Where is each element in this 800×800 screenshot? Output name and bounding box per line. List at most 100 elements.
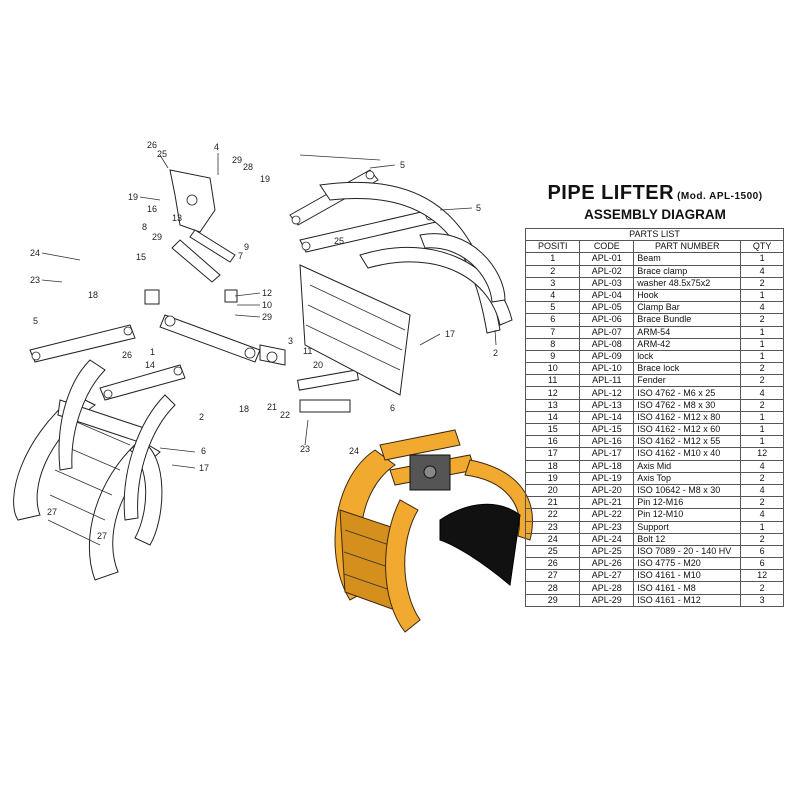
table-cell: APL-10: [579, 362, 635, 376]
table-cell: lock: [633, 349, 742, 364]
table-cell: 10: [524, 362, 581, 376]
table-cell: APL-05: [579, 301, 635, 315]
table-cell: ARM-42: [633, 337, 742, 351]
callout-20: 20: [313, 360, 323, 370]
table-cell: ISO 4162 - M12 x 80: [633, 410, 742, 425]
table-cell: APL-14: [579, 410, 635, 425]
callout-26: 26: [122, 350, 132, 360]
table-cell: 9: [524, 349, 581, 364]
table-cell: ISO 7089 - 20 - 140 HV: [633, 544, 742, 559]
table-cell: 6: [740, 557, 784, 571]
table-cell: 25: [524, 544, 581, 559]
right-jaw-and-fender: [299, 181, 513, 396]
table-cell: 5: [524, 301, 581, 315]
callout-16: 16: [147, 204, 157, 214]
callout-5: 5: [33, 316, 38, 326]
callout-4: 4: [214, 142, 219, 152]
table-cell: APL-20: [579, 483, 635, 498]
table-cell: Beam: [633, 252, 742, 266]
table-cell: ISO 4162 - M12 x 55: [633, 435, 742, 449]
callout-10: 10: [262, 300, 272, 310]
callout-17: 17: [445, 329, 455, 339]
column-header: QTY: [740, 240, 784, 254]
table-cell: 29: [524, 593, 581, 607]
table-cell: 27: [524, 569, 581, 583]
table-cell: APL-03: [579, 276, 635, 290]
column-header: CODE: [579, 240, 635, 254]
table-cell: Brace clamp: [633, 264, 742, 278]
table-cell: APL-17: [579, 447, 635, 461]
callout-24: 24: [349, 446, 359, 456]
table-cell: 1: [740, 325, 784, 339]
table-cell: ARM-54: [633, 325, 742, 339]
callout-12: 12: [262, 288, 272, 298]
table-cell: 20: [524, 483, 581, 498]
callout-7: 7: [238, 251, 243, 261]
callout-24: 24: [30, 248, 40, 258]
table-cell: 3: [524, 276, 581, 290]
callout-27: 27: [97, 531, 107, 541]
table-cell: 12: [740, 569, 784, 583]
callout-27: 27: [47, 507, 57, 517]
table-cell: APL-15: [579, 422, 635, 437]
table-cell: 17: [524, 447, 581, 461]
table-cell: APL-12: [579, 386, 635, 400]
table-cell: 18: [524, 459, 581, 473]
table-cell: APL-02: [579, 264, 635, 278]
parts-list-caption: PARTS LIST: [525, 227, 784, 242]
table-cell: APL-29: [579, 593, 635, 607]
table-cell: Clamp Bar: [633, 301, 742, 315]
table-cell: 26: [524, 557, 581, 571]
leader-lines: [41, 153, 497, 469]
table-cell: 4: [740, 386, 784, 400]
callout-6: 6: [201, 446, 206, 456]
table-cell: 1: [740, 422, 784, 437]
parts-list-caption-row: PARTS LIST: [525, 227, 784, 242]
table-cell: APL-18: [579, 459, 635, 473]
callout-2: 2: [199, 412, 204, 422]
table-cell: APL-25: [579, 544, 635, 559]
table-cell: Pin 12-M16: [633, 496, 742, 510]
table-cell: APL-01: [579, 252, 635, 266]
left-clamp-arms: [29, 324, 186, 521]
table-cell: 2: [740, 532, 784, 546]
table-cell: 2: [740, 276, 784, 290]
assembled-pipe-lifter-illustration: [334, 429, 533, 633]
table-cell: 1: [740, 349, 784, 364]
callout-9: 9: [244, 242, 249, 252]
table-cell: ISO 4162 - M10 x 40: [633, 447, 742, 461]
table-cell: Axis Top: [633, 471, 742, 485]
callout-21: 21: [267, 402, 277, 412]
table-cell: 21: [524, 496, 581, 510]
table-cell: 1: [740, 435, 784, 449]
table-cell: 2: [740, 496, 784, 510]
table-cell: 13: [524, 398, 581, 412]
table-cell: ISO 4161 - M12: [633, 593, 742, 607]
table-cell: 19: [524, 471, 581, 485]
callout-3: 3: [288, 336, 293, 346]
table-cell: Hook: [633, 288, 742, 303]
table-cell: 2: [740, 471, 784, 485]
table-cell: 2: [740, 581, 784, 595]
table-cell: 2: [740, 362, 784, 376]
callout-labels: 26 25 4 29 28 19 5 19 16 13 8 29 9 7 5 2…: [30, 140, 498, 541]
table-cell: 15: [524, 422, 581, 437]
table-cell: 22: [524, 508, 581, 522]
